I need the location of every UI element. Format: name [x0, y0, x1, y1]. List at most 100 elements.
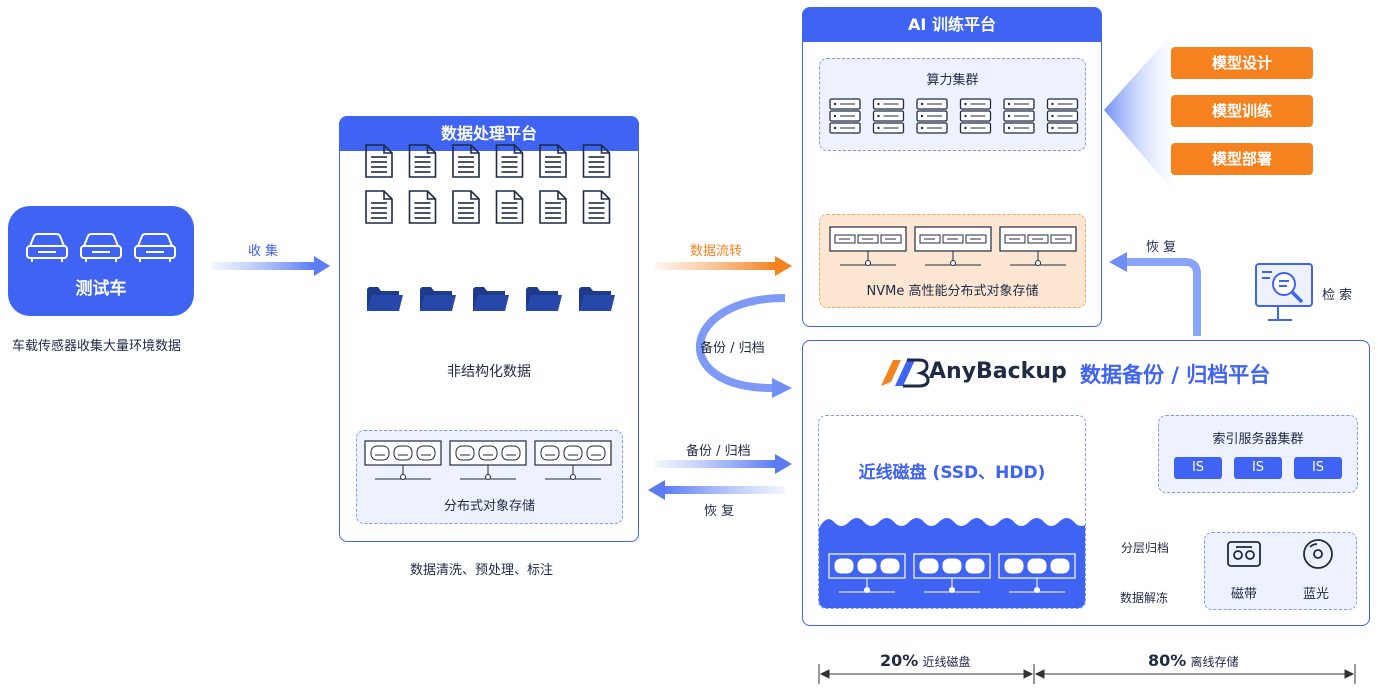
server-rack-icon [829, 98, 861, 134]
tape-icon [1227, 541, 1261, 567]
index-cluster-box: 索引服务器集群 IS IS IS [1158, 415, 1358, 493]
ai-platform-panel: AI 训练平台 算力集群 NVMe 高性能分布式对象存储 [802, 7, 1102, 327]
ai-tasks-fan [1104, 34, 1172, 190]
nvme-node-icon [999, 226, 1077, 266]
document-icon [365, 144, 393, 178]
folder-icon [420, 287, 456, 311]
task-model-training: 模型训练 [1171, 95, 1313, 127]
index-server-3: IS [1294, 457, 1342, 479]
nvme-node-icons [829, 226, 1077, 266]
anybackup-title: 数据备份 / 归档平台 [1080, 363, 1271, 387]
tiered-archive-label: 分层归档 [1121, 541, 1170, 555]
backup-curve-arrow [696, 294, 792, 398]
document-icon [408, 144, 437, 178]
server-rack-icon [916, 98, 948, 134]
task-model-design: 模型设计 [1171, 47, 1313, 79]
document-icon [495, 144, 524, 178]
data-flow-arrow [655, 256, 792, 276]
nvme-node-icon [914, 226, 992, 266]
ratio-offline: 80% 离线存储 [1148, 651, 1238, 670]
storage-node-icon [534, 440, 612, 480]
car-icon [134, 233, 176, 262]
server-rack-icon [1003, 98, 1035, 134]
restore-elbow-arrow [1109, 252, 1201, 336]
document-icon [452, 144, 480, 178]
document-icon [582, 190, 611, 224]
ratio-nearline-label: 近线磁盘 [922, 655, 971, 669]
unstructured-data-label: 非结构化数据 [447, 364, 531, 380]
nvme-storage-box: NVMe 高性能分布式对象存储 [819, 214, 1086, 308]
document-icon [452, 190, 480, 224]
server-rack-icon [872, 98, 905, 134]
document-icon [539, 144, 567, 178]
tape-label: 磁带 [1231, 587, 1258, 602]
restore-arrow [648, 480, 785, 500]
ratio-bar [818, 664, 1356, 684]
collect-arrow [212, 256, 330, 276]
server-rack-icon [959, 98, 992, 134]
offline-storage-box: 磁带 蓝光 [1204, 532, 1357, 610]
index-server-1: IS [1174, 457, 1222, 479]
bluray-label: 蓝光 [1303, 587, 1330, 602]
document-and-folder-icons [365, 144, 615, 311]
backup-archive-label-1: 备份 / 归档 [700, 341, 765, 356]
backup-archive-label-2: 备份 / 归档 [686, 444, 751, 459]
ratio-nearline: 20% 近线磁盘 [880, 651, 970, 670]
tape-and-bluray-icons [1227, 539, 1333, 569]
storage-node-icons [364, 440, 612, 480]
test-vehicle-box: 测试车 [8, 206, 194, 316]
folder-icon [473, 287, 509, 311]
document-icon [365, 190, 393, 224]
task-model-deploy: 模型部署 [1171, 143, 1313, 175]
restore-label-1: 恢 复 [704, 504, 735, 519]
car-icon [80, 233, 122, 262]
server-rack-icons [829, 98, 1079, 134]
backup-archive-arrow [655, 454, 792, 474]
nvme-storage-label: NVMe 高性能分布式对象存储 [866, 284, 1039, 299]
processing-platform-title: 数据处理平台 [340, 117, 638, 151]
nearline-disk-water [819, 518, 1085, 608]
collect-label: 收 集 [248, 244, 279, 259]
ai-platform-title: AI 训练平台 [803, 8, 1101, 42]
index-cluster-label: 索引服务器集群 [1212, 432, 1304, 447]
car-icons [26, 233, 176, 262]
anybackup-panel: AnyBackup 数据备份 / 归档平台 近线磁盘 (SSD、HDD) 索引服… [802, 340, 1370, 626]
document-icon [495, 190, 524, 224]
ratio-offline-label: 离线存储 [1190, 655, 1239, 669]
index-server-2: IS [1234, 457, 1282, 479]
storage-node-icon [449, 440, 527, 480]
data-flow-label: 数据流转 [690, 244, 743, 259]
restore-label-2: 恢 复 [1146, 240, 1177, 255]
document-icon [582, 144, 611, 178]
nvme-node-icon [829, 226, 907, 266]
folder-icon [526, 287, 562, 311]
ratio-nearline-pct: 20% [880, 651, 919, 670]
ratio-offline-pct: 80% [1148, 651, 1187, 670]
car-icon [26, 233, 68, 262]
distributed-storage-box: 分布式对象存储 [356, 430, 623, 524]
data-thaw-label: 数据解冻 [1120, 591, 1169, 605]
server-rack-icon [1046, 98, 1079, 134]
bluray-icon [1303, 539, 1333, 569]
processing-caption: 数据清洗、预处理、标注 [410, 563, 554, 578]
nearline-disk-box: 近线磁盘 (SSD、HDD) [818, 415, 1086, 609]
nearline-disk-icon [913, 553, 991, 593]
nearline-disk-icon [828, 553, 906, 593]
search-label: 检 索 [1322, 288, 1353, 303]
document-icon [408, 190, 437, 224]
document-icon [539, 190, 567, 224]
anybackup-logo: AnyBackup [929, 359, 1067, 384]
storage-node-icon [364, 440, 442, 480]
processing-platform-panel: 数据处理平台 非结构化数据 分布式对象存储 [339, 116, 639, 542]
compute-cluster-label: 算力集群 [926, 73, 979, 88]
nearline-disk-label: 近线磁盘 (SSD、HDD) [858, 463, 1046, 483]
test-vehicle-label: 测试车 [75, 279, 127, 299]
folder-icon [367, 287, 403, 311]
compute-cluster-box: 算力集群 [819, 58, 1086, 151]
nearline-disk-icon [998, 553, 1076, 593]
test-vehicle-caption: 车载传感器收集大量环境数据 [12, 339, 182, 354]
anybackup-logo-icon [881, 358, 930, 388]
distributed-storage-label: 分布式对象存储 [443, 499, 535, 514]
folder-icon [579, 287, 615, 311]
